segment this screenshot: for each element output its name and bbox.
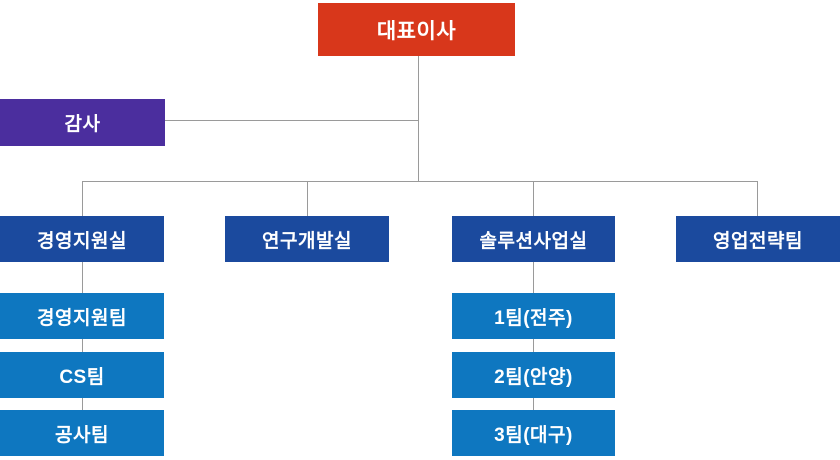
connector-solution-col-1: [533, 262, 534, 293]
connector-ceo-trunk: [418, 56, 419, 181]
connector-left-col-1: [82, 262, 83, 293]
team-box-team3-daegu: 3팀(대구): [452, 410, 615, 456]
connector-stub-dept-1: [307, 181, 308, 216]
team-box-team1-jeonju: 1팀(전주): [452, 293, 615, 339]
team-box-team2-anyang: 2팀(안양): [452, 352, 615, 398]
team-box-cs-team: CS팀: [0, 352, 164, 398]
dept-box-solution-business: 솔루션사업실: [452, 216, 615, 262]
connector-branch: [82, 181, 758, 182]
connector-stub-dept-2: [533, 181, 534, 216]
connector-auditor: [165, 120, 418, 121]
dept-box-rnd: 연구개발실: [225, 216, 389, 262]
connector-stub-dept-3: [757, 181, 758, 216]
team-box-construction-team: 공사팀: [0, 410, 164, 456]
team-box-management-support-team: 경영지원팀: [0, 293, 164, 339]
dept-box-sales-strategy: 영업전략팀: [676, 216, 840, 262]
ceo-box: 대표이사: [318, 3, 515, 56]
auditor-box: 감사: [0, 99, 165, 146]
dept-box-management-support: 경영지원실: [0, 216, 164, 262]
connector-solution-col-2: [533, 339, 534, 352]
connector-stub-dept-0: [82, 181, 83, 216]
connector-left-col-2: [82, 339, 83, 352]
connector-solution-col-3: [533, 398, 534, 410]
connector-left-col-3: [82, 398, 83, 410]
